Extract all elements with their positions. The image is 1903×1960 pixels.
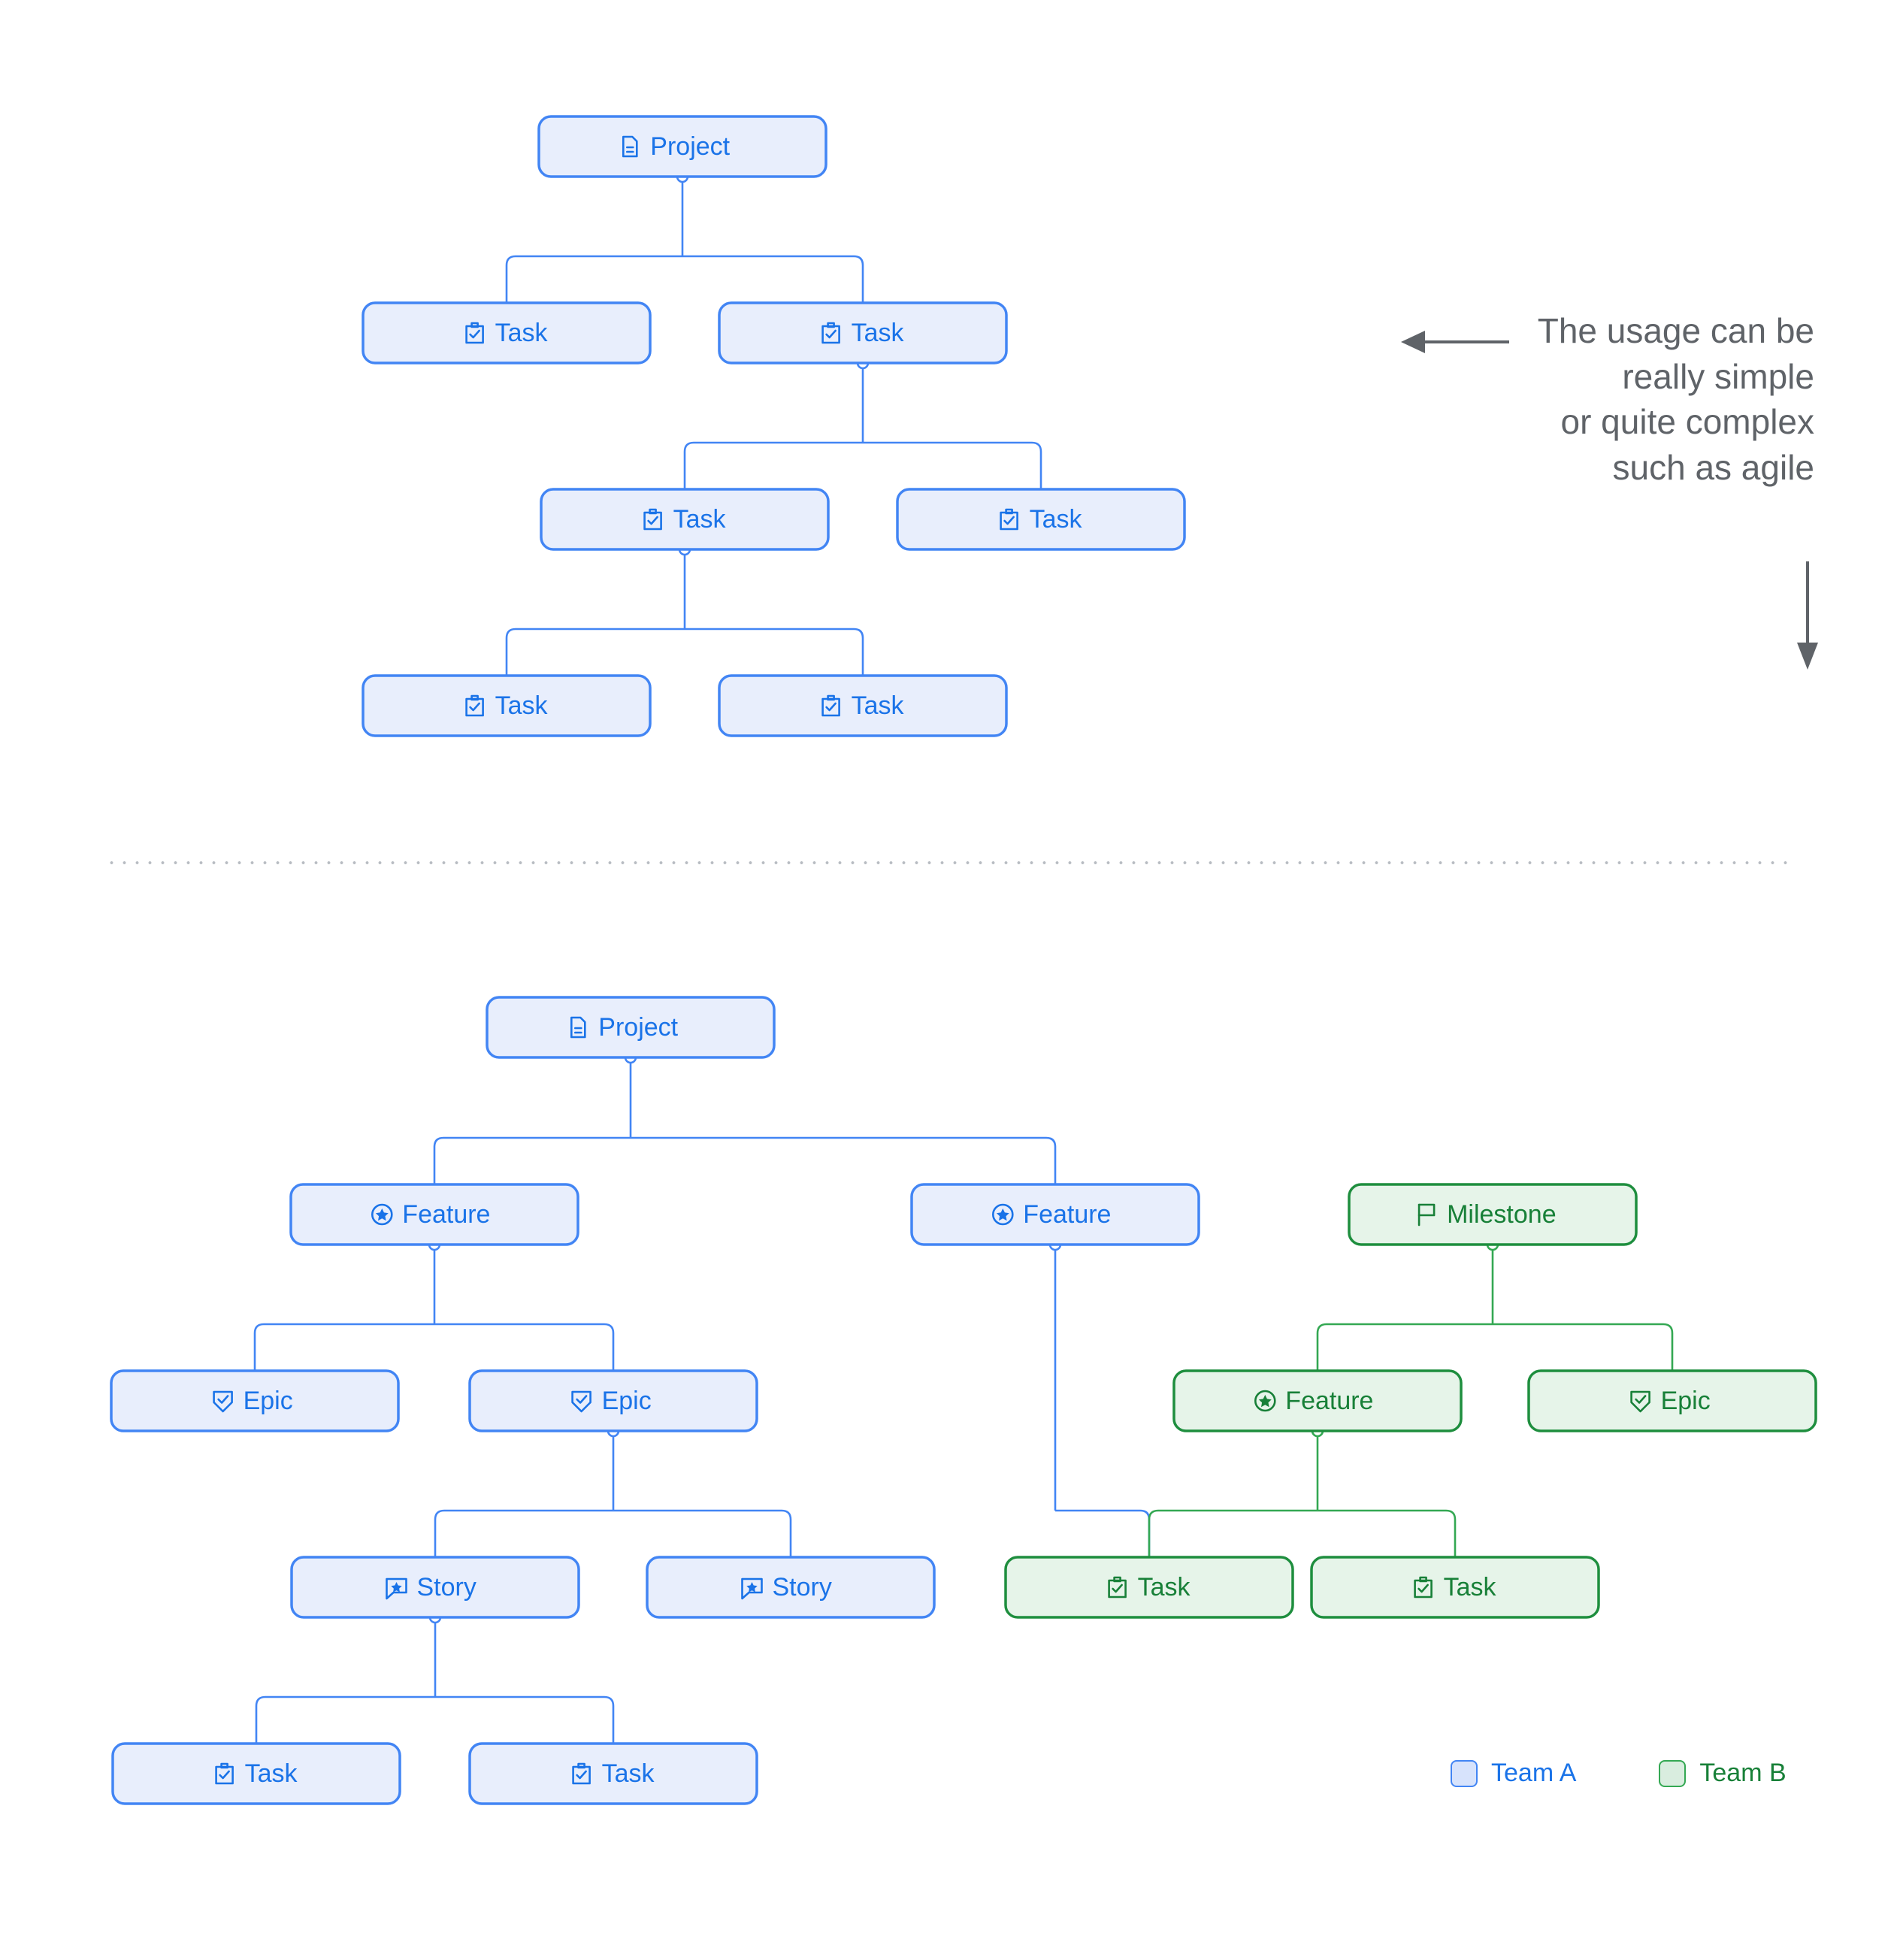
node-label: Task [852, 691, 905, 720]
star-circle-icon [371, 1203, 393, 1226]
clipboard-check-icon [821, 322, 840, 344]
clipboard-check-icon [465, 694, 484, 717]
diagram-node[interactable]: Task [111, 1742, 401, 1805]
edge-branch [1055, 1509, 1151, 1557]
edge-branch [685, 628, 864, 676]
node-label: Task [245, 1759, 298, 1788]
diagram-node[interactable]: Epic [110, 1369, 400, 1432]
diagram-node[interactable]: Epic [1527, 1369, 1817, 1432]
shield-check-icon [571, 1390, 591, 1413]
legend-label-team-a: Team A [1491, 1759, 1577, 1787]
clipboard-check-icon [465, 322, 484, 344]
node-label: Project [650, 132, 730, 161]
edge-branch [1148, 1509, 1318, 1557]
node-label: Milestone [1447, 1200, 1557, 1229]
clipboard-check-icon [1414, 1576, 1433, 1599]
node-label: Task [602, 1759, 655, 1788]
edge-branch [253, 1323, 434, 1371]
node-label: Project [598, 1013, 678, 1042]
legend-label-team-b: Team B [1699, 1759, 1787, 1787]
node-label: Story [773, 1573, 832, 1602]
annotation-line-2: really simple [1622, 356, 1814, 396]
node-label: Feature [1285, 1387, 1373, 1415]
diagram-node[interactable]: Feature [910, 1183, 1200, 1246]
annotation-text: The usage can be really simple or quite … [1423, 308, 1814, 491]
diagram-node[interactable]: Task [540, 488, 830, 551]
clipboard-check-icon [821, 694, 840, 717]
node-label: Task [495, 319, 549, 347]
diagram-node[interactable]: Project [537, 115, 827, 178]
section-divider [105, 861, 1796, 864]
node-label: Story [417, 1573, 477, 1602]
annotation-line-4: such as agile [1612, 448, 1815, 488]
edge-branch [1493, 1323, 1674, 1371]
node-label: Task [1030, 505, 1083, 534]
edge-branch [434, 1509, 613, 1557]
shield-check-icon [213, 1390, 233, 1413]
edge-branch [682, 255, 864, 303]
diagram-node[interactable]: Milestone [1348, 1183, 1638, 1246]
edge-branch [505, 255, 682, 303]
edge-branch [613, 1509, 792, 1557]
diagram-node[interactable]: Task [362, 674, 652, 737]
edge-branch [505, 628, 685, 676]
clipboard-check-icon [643, 508, 662, 531]
diagram-node[interactable]: Task [896, 488, 1186, 551]
annotation-line-3: or quite complex [1560, 402, 1815, 442]
document-icon [622, 135, 638, 158]
clipboard-check-icon [215, 1762, 234, 1785]
arrow-down-icon [1797, 561, 1818, 670]
diagram-node[interactable]: Task [1004, 1556, 1294, 1619]
swatch-green-icon [1659, 1759, 1687, 1787]
legend: Team A Team B [1451, 1759, 1787, 1788]
diagram-node[interactable]: Epic [468, 1369, 758, 1432]
flag-icon [1417, 1203, 1436, 1227]
diagram-node[interactable]: Task [1310, 1556, 1600, 1619]
swatch-blue-icon [1451, 1759, 1478, 1787]
diagram-node[interactable]: Task [362, 301, 652, 364]
node-label: Epic [1661, 1387, 1711, 1415]
node-label: Task [495, 691, 549, 720]
edge-branch [433, 1136, 631, 1184]
edge-branch [435, 1695, 615, 1744]
document-icon [570, 1016, 586, 1039]
clipboard-check-icon [572, 1762, 591, 1785]
diagram-node[interactable]: Project [486, 996, 776, 1059]
node-label: Task [852, 319, 905, 347]
node-label: Task [673, 505, 727, 534]
clipboard-check-icon [1000, 508, 1018, 531]
edge-branch [1316, 1323, 1493, 1371]
node-label: Feature [402, 1200, 490, 1229]
diagram-node[interactable]: Task [468, 1742, 758, 1805]
edge-branch [683, 441, 863, 489]
edge-branch [1318, 1509, 1457, 1557]
diagram-node[interactable]: Story [290, 1556, 580, 1619]
node-label: Task [1444, 1573, 1497, 1602]
clipboard-check-icon [1108, 1576, 1127, 1599]
star-circle-icon [1254, 1390, 1276, 1412]
diagram-node[interactable]: Feature [289, 1183, 579, 1246]
diagram-node[interactable]: Task [718, 674, 1008, 737]
shield-check-icon [1630, 1390, 1650, 1413]
node-label: Epic [602, 1387, 652, 1415]
edge-branch [434, 1323, 615, 1371]
legend-item-team-b[interactable]: Team B [1659, 1759, 1787, 1788]
edge-branch [631, 1136, 1057, 1184]
node-label: Feature [1023, 1200, 1111, 1229]
chat-star-icon [386, 1577, 407, 1600]
annotation-line-1: The usage can be [1537, 311, 1814, 350]
legend-item-team-a[interactable]: Team A [1451, 1759, 1576, 1788]
diagram-node[interactable]: Story [646, 1556, 936, 1619]
diagram-node[interactable]: Feature [1172, 1369, 1463, 1432]
chat-star-icon [741, 1577, 763, 1600]
diagram-node[interactable]: Task [718, 301, 1008, 364]
node-label: Epic [244, 1387, 293, 1415]
node-label: Task [1138, 1573, 1191, 1602]
star-circle-icon [992, 1203, 1014, 1226]
edge-branch [255, 1695, 435, 1744]
edge-branch [863, 441, 1042, 489]
arrow-left-icon [1401, 331, 1509, 353]
